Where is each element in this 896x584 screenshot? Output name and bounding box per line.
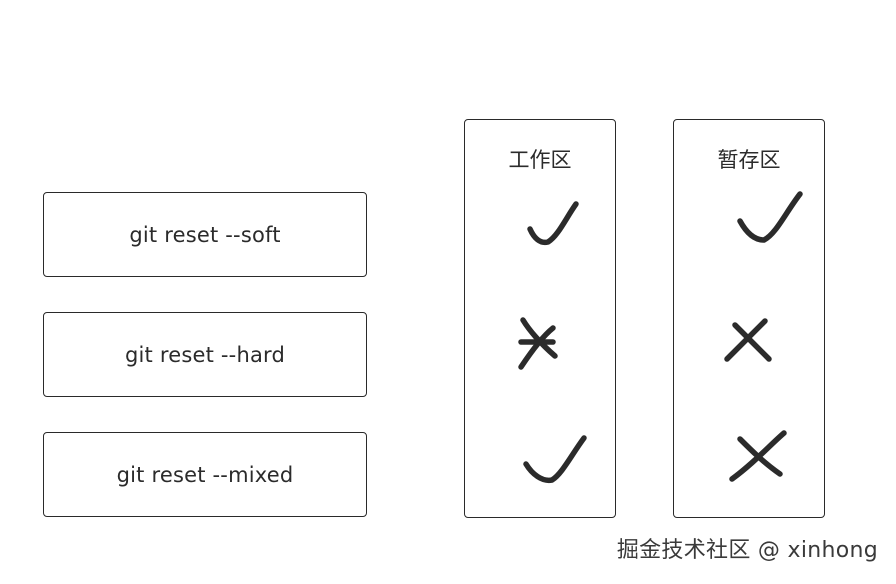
check-icon: [520, 430, 610, 510]
cross-icon: [726, 429, 816, 509]
cross-icon: [513, 312, 603, 392]
check-icon: [734, 190, 824, 270]
command-label: git reset --soft: [129, 222, 281, 247]
check-icon: [520, 196, 610, 276]
command-box-hard: git reset --hard: [43, 312, 367, 397]
command-box-mixed: git reset --mixed: [43, 432, 367, 517]
cross-icon: [721, 315, 811, 395]
column-working-directory: 工作区: [464, 119, 616, 518]
column-title: 暂存区: [717, 148, 781, 172]
watermark: 掘金技术社区 @ xinhong: [616, 538, 878, 563]
command-box-soft: git reset --soft: [43, 192, 367, 277]
column-title: 工作区: [508, 148, 572, 172]
command-label: git reset --hard: [124, 342, 286, 367]
column-staging-area: 暂存区: [673, 119, 825, 518]
command-label: git reset --mixed: [116, 462, 294, 487]
